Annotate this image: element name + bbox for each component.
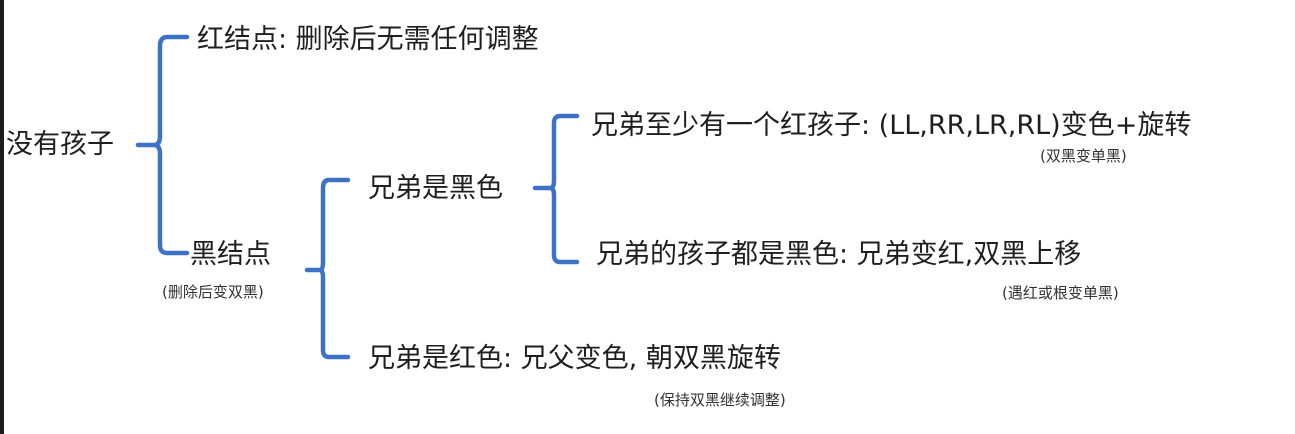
bracket-connectors	[135, 34, 580, 360]
black-node-label: 黑结点	[190, 239, 271, 270]
sibling-red-child-note: (双黑变单黑)	[1040, 147, 1127, 165]
sibling-black-children-label: 兄弟的孩子都是黑色: 兄弟变红,双黑上移	[596, 239, 1082, 270]
sibling-red-label: 兄弟是红色: 兄父变色, 朝双黑旋转	[368, 343, 781, 374]
bracket-root	[135, 34, 190, 256]
bracket-sibling-black	[532, 113, 580, 265]
sibling-red-child-label: 兄弟至少有一个红孩子: (LL,RR,LR,RL)变色+旋转	[591, 110, 1192, 141]
diagram-canvas: 没有孩子 红结点: 删除后无需任何调整 黑结点 (删除后变双黑) 兄弟是黑色 兄…	[4, 0, 1295, 434]
sibling-red-note: (保持双黑继续调整)	[654, 391, 786, 409]
sibling-black-children-note: (遇红或根变单黑)	[1002, 284, 1119, 302]
bracket-black-node	[304, 177, 351, 360]
black-node-note: (删除后变双黑)	[162, 283, 264, 301]
root-node-label: 没有孩子	[6, 129, 114, 160]
sibling-black-label: 兄弟是黑色	[368, 173, 503, 204]
red-node-label: 红结点: 删除后无需任何调整	[197, 24, 539, 55]
